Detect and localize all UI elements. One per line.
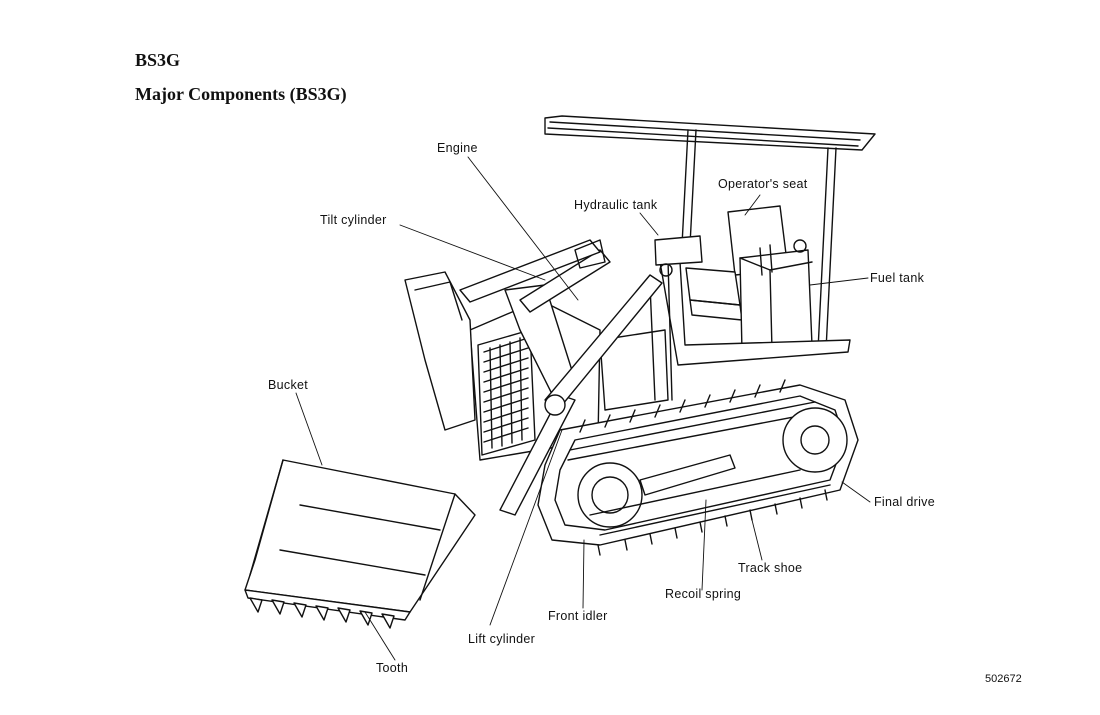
label-final-drive: Final drive bbox=[874, 495, 935, 509]
hydraulic-tank bbox=[654, 235, 703, 277]
leader-lines bbox=[295, 156, 871, 661]
hydraulic-tank-leader bbox=[639, 212, 659, 236]
label-operators-seat: Operator's seat bbox=[718, 177, 808, 191]
label-tooth: Tooth bbox=[376, 661, 409, 675]
figure-number: 502672 bbox=[985, 673, 1022, 685]
label-fuel-tank: Fuel tank bbox=[870, 271, 925, 285]
loader-arms bbox=[404, 239, 611, 516]
label-track-shoe: Track shoe bbox=[738, 561, 803, 575]
recoil-spring-leader bbox=[701, 499, 707, 591]
final-drive-leader bbox=[841, 481, 871, 503]
engine-leader bbox=[467, 156, 579, 301]
label-tilt-cylinder: Tilt cylinder bbox=[320, 213, 387, 227]
track-shoe-leader bbox=[751, 519, 763, 561]
main-frame bbox=[599, 259, 851, 411]
front-idler-leader bbox=[582, 539, 585, 609]
bucket-leader bbox=[295, 392, 323, 466]
engine bbox=[469, 299, 601, 461]
label-engine: Engine bbox=[437, 141, 478, 155]
label-recoil-spring: Recoil spring bbox=[665, 587, 742, 601]
model-title: BS3G bbox=[135, 50, 181, 70]
track-assembly bbox=[537, 379, 859, 556]
label-lift-cylinder: Lift cylinder bbox=[468, 632, 536, 646]
label-front-idler: Front idler bbox=[548, 609, 608, 623]
fuel-tank-leader bbox=[809, 277, 869, 286]
bucket-teeth bbox=[249, 597, 395, 629]
bucket bbox=[244, 459, 476, 621]
tilt-cylinder-leader bbox=[399, 224, 546, 281]
fuel-tank bbox=[739, 239, 813, 353]
tooth-leader bbox=[364, 611, 396, 661]
label-hydraulic-tank: Hydraulic tank bbox=[574, 198, 658, 212]
lift-cylinder-leader bbox=[489, 429, 563, 626]
page-title: Major Components (BS3G) bbox=[135, 84, 347, 104]
lift-cylinder bbox=[544, 274, 663, 416]
operators-seat-leader bbox=[744, 194, 761, 216]
label-bucket: Bucket bbox=[268, 378, 309, 392]
canopy bbox=[544, 115, 876, 351]
